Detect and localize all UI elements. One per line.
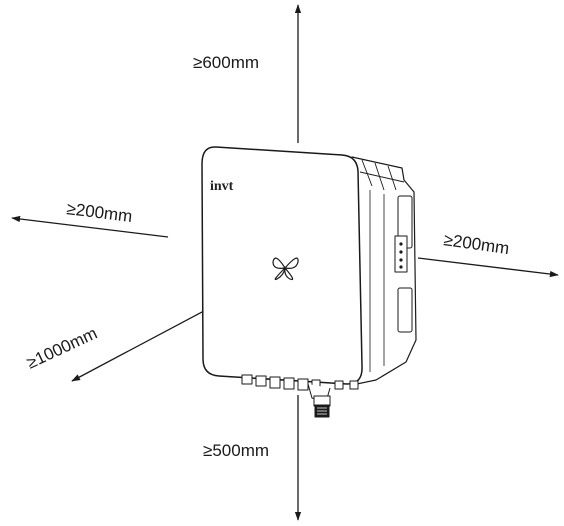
left-clearance-arrow	[11, 215, 169, 238]
right-clearance-label: ≥200mm	[442, 230, 510, 258]
front-clearance-label: ≥1000mm	[24, 324, 100, 373]
side-bracket-lower	[397, 287, 413, 333]
left-clearance-label: ≥200mm	[66, 199, 134, 226]
fan-icon	[272, 257, 299, 281]
side-terminal-plate	[394, 235, 408, 273]
bottom-clearance-label: ≥500mm	[203, 441, 269, 460]
top-clearance-label: ≥600mm	[193, 53, 259, 72]
inverter-device	[201, 146, 417, 418]
brand-logo: invt	[210, 179, 234, 194]
cable-gland	[313, 395, 331, 418]
right-clearance-arrow	[417, 257, 559, 278]
